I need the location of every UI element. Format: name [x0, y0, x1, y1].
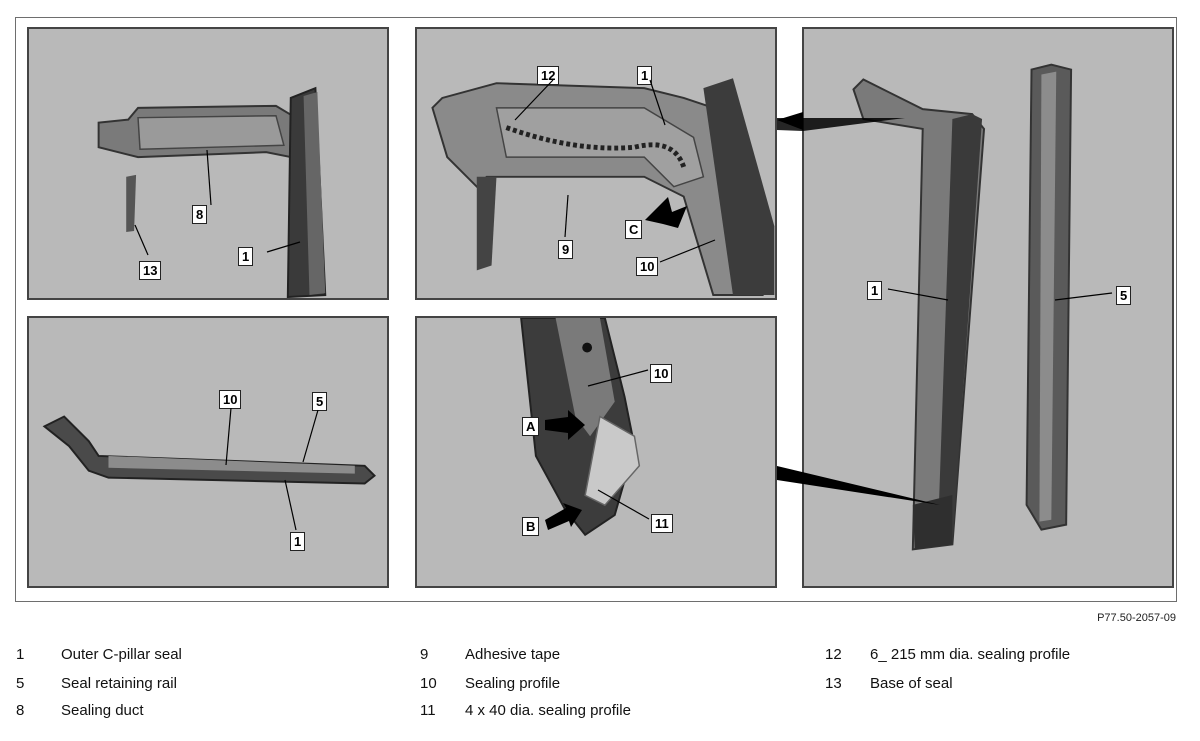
legend-text: Sealing duct [61, 702, 144, 719]
callout-9: 9 [558, 240, 574, 259]
callout-8: 8 [192, 205, 208, 224]
callout-1: 1 [238, 247, 254, 266]
legend-text: Adhesive tape [465, 646, 561, 663]
photo-panel-top-left: 8 1 13 [27, 27, 389, 300]
legend-number: 11 [420, 702, 436, 719]
callout-10: 10 [636, 257, 659, 276]
legend-text: Seal retaining rail [61, 675, 177, 692]
seal-corner-illustration [97, 86, 327, 298]
photo-panel-bottom-left: 10 5 1 [27, 316, 389, 588]
c-pillar-seal-full-illustration [852, 63, 1073, 551]
figure-reference: P77.50-2057-09 [1097, 612, 1176, 624]
legend-text: 4 x 40 dia. sealing profile [465, 702, 631, 719]
callout-A: A [522, 417, 540, 436]
callout-5: 5 [1116, 286, 1132, 305]
callout-11: 11 [651, 514, 673, 533]
callout-10: 10 [219, 390, 242, 409]
callout-10: 10 [650, 364, 673, 383]
legend-text: Base of seal [870, 675, 953, 692]
callout-C: C [625, 220, 643, 239]
seal-end-cap-illustration [520, 318, 641, 537]
legend-text: Outer C-pillar seal [61, 646, 182, 663]
callout-1: 1 [637, 66, 653, 85]
legend-number: 12 [825, 646, 842, 663]
photo-panel-top-middle: 12 1 C 9 10 [415, 27, 777, 300]
legend-number: 1 [16, 646, 25, 663]
callout-1: 1 [867, 281, 883, 300]
legend-text: Sealing profile [465, 675, 561, 692]
callout-13: 13 [139, 261, 162, 280]
callout-1: 1 [290, 532, 306, 551]
seal-retaining-rail-illustration [42, 415, 376, 485]
photo-panel-right: 1 5 [802, 27, 1174, 588]
legend-number: 13 [825, 675, 842, 692]
legend-text: 6_ 215 mm dia. sealing profile [870, 646, 1071, 663]
callout-B: B [522, 517, 540, 536]
legend-number: 10 [420, 675, 437, 692]
legend-number: 8 [16, 702, 25, 719]
callout-12: 12 [537, 66, 560, 85]
photo-panel-bottom-middle: 10 A B 11 [415, 316, 777, 588]
sealing-profile-corner-illustration [431, 78, 775, 297]
legend-number: 9 [420, 646, 429, 663]
legend-number: 5 [16, 675, 25, 692]
callout-5: 5 [312, 392, 328, 411]
